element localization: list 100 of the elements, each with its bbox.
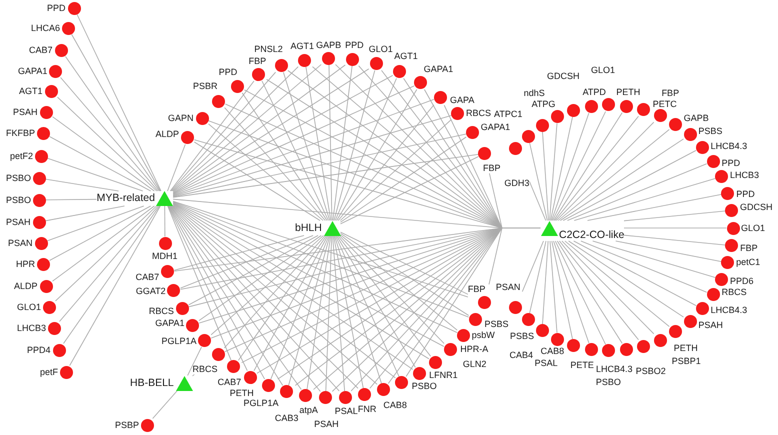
edge-line: [164, 206, 166, 237]
node-label: PSBO: [596, 377, 621, 388]
edge-line: [325, 235, 332, 392]
edge-line: [335, 235, 400, 377]
edge-line: [60, 77, 158, 192]
node-label: LFNR1: [429, 370, 458, 380]
edge-line: [333, 235, 364, 389]
node-label: GDCSH: [740, 202, 773, 212]
node-label: ATPD: [582, 86, 606, 97]
edge-line: [556, 122, 654, 221]
node-label: GLO1: [368, 44, 393, 54]
node-label: FNR: [358, 404, 376, 414]
edge-line: [172, 200, 468, 298]
node-label: GLN2: [462, 359, 486, 370]
node-label: GGAT2: [136, 286, 166, 296]
node-label: atpA: [299, 405, 318, 416]
node-label: FBP: [468, 284, 486, 294]
edge-line: [550, 240, 558, 334]
edge-line: [542, 240, 548, 324]
node-label: PSBS: [484, 318, 508, 329]
node-label: PPD: [722, 158, 740, 168]
edge-line: [172, 86, 415, 195]
edge-line: [542, 132, 549, 221]
node-label: PSBO2: [636, 366, 666, 376]
edge-line: [49, 136, 152, 192]
edge-line: [167, 144, 186, 192]
edge-line: [192, 374, 195, 376]
node-label: MDH1: [152, 251, 178, 261]
edge-line: [174, 235, 304, 271]
edge-line: [529, 181, 546, 221]
edge-line: [270, 235, 330, 380]
node-label: MYB-related: [96, 192, 155, 204]
edge-line: [567, 163, 708, 221]
edge-line: [334, 78, 397, 221]
node-label: GAPB: [316, 40, 342, 50]
edge-line: [71, 34, 161, 192]
node-label: RBCS: [148, 306, 174, 316]
node-label: AGT1: [19, 86, 43, 96]
edge-line: [340, 119, 452, 221]
edge-line: [551, 240, 573, 340]
node-label: PSAL: [334, 406, 358, 416]
edge-line: [624, 234, 726, 246]
edge-line: [59, 206, 159, 322]
edge-line: [336, 89, 418, 221]
edge-line: [254, 235, 328, 372]
edge-line: [573, 240, 696, 306]
node-label: petC1: [736, 256, 760, 267]
edge-line: [69, 206, 161, 366]
node-label: CAB7: [218, 377, 242, 388]
edge-line: [167, 206, 232, 361]
edge-line: [615, 240, 722, 262]
edge-line: [172, 201, 470, 318]
node-label: PSBO: [6, 173, 32, 183]
node-label: GLO1: [741, 223, 766, 233]
edge-line: [187, 346, 202, 376]
edge-line: [556, 240, 623, 344]
node-label: CAB7: [29, 45, 53, 55]
node-label: GAPA: [450, 95, 474, 106]
edge-line: [574, 178, 716, 221]
edge-line: [52, 206, 155, 282]
node-label: GAPB: [684, 112, 709, 123]
edge-line: [172, 75, 394, 194]
node-label: PSBR: [192, 81, 218, 92]
edge-line: [553, 112, 623, 221]
node-label: LHCB3: [730, 170, 760, 180]
edge-line: [529, 240, 546, 314]
edge-line: [553, 240, 590, 344]
node-label: LHCB3: [17, 323, 46, 333]
node-label: PETH: [616, 86, 640, 97]
node-label: GDCSH: [546, 71, 580, 82]
edge-line: [336, 235, 416, 368]
node-label: RBCS: [466, 108, 491, 118]
edge-line: [208, 124, 324, 221]
node-label: PSAH: [698, 320, 723, 330]
edge-line: [328, 64, 332, 221]
node-label: PPD6: [730, 276, 754, 286]
node-label: PSBO: [6, 195, 32, 205]
node-label: LHCB4.3: [596, 364, 633, 374]
node-label: ATPG: [532, 98, 556, 109]
edge-line: [57, 96, 158, 192]
edge-line: [288, 235, 330, 386]
edge-line: [529, 142, 548, 221]
edge-line: [559, 240, 639, 340]
node-label: RBCS: [722, 287, 747, 298]
edge-line: [338, 235, 444, 344]
edge-line: [170, 80, 254, 192]
edge-line: [337, 235, 431, 357]
node-label: AGT1: [290, 40, 314, 51]
node-label: PSAN: [8, 238, 33, 248]
node-label: PPD: [47, 3, 66, 13]
node-label: PETC: [652, 98, 677, 109]
edge-line: [562, 240, 654, 334]
edge-line: [554, 116, 639, 221]
edge-line: [551, 112, 590, 221]
edge-line: [562, 150, 696, 221]
edge-line: [55, 206, 157, 302]
node-label: LHCA6: [31, 23, 60, 33]
node-label: CAB4: [510, 350, 534, 360]
edge-line: [45, 198, 97, 200]
edge-line: [152, 390, 178, 419]
